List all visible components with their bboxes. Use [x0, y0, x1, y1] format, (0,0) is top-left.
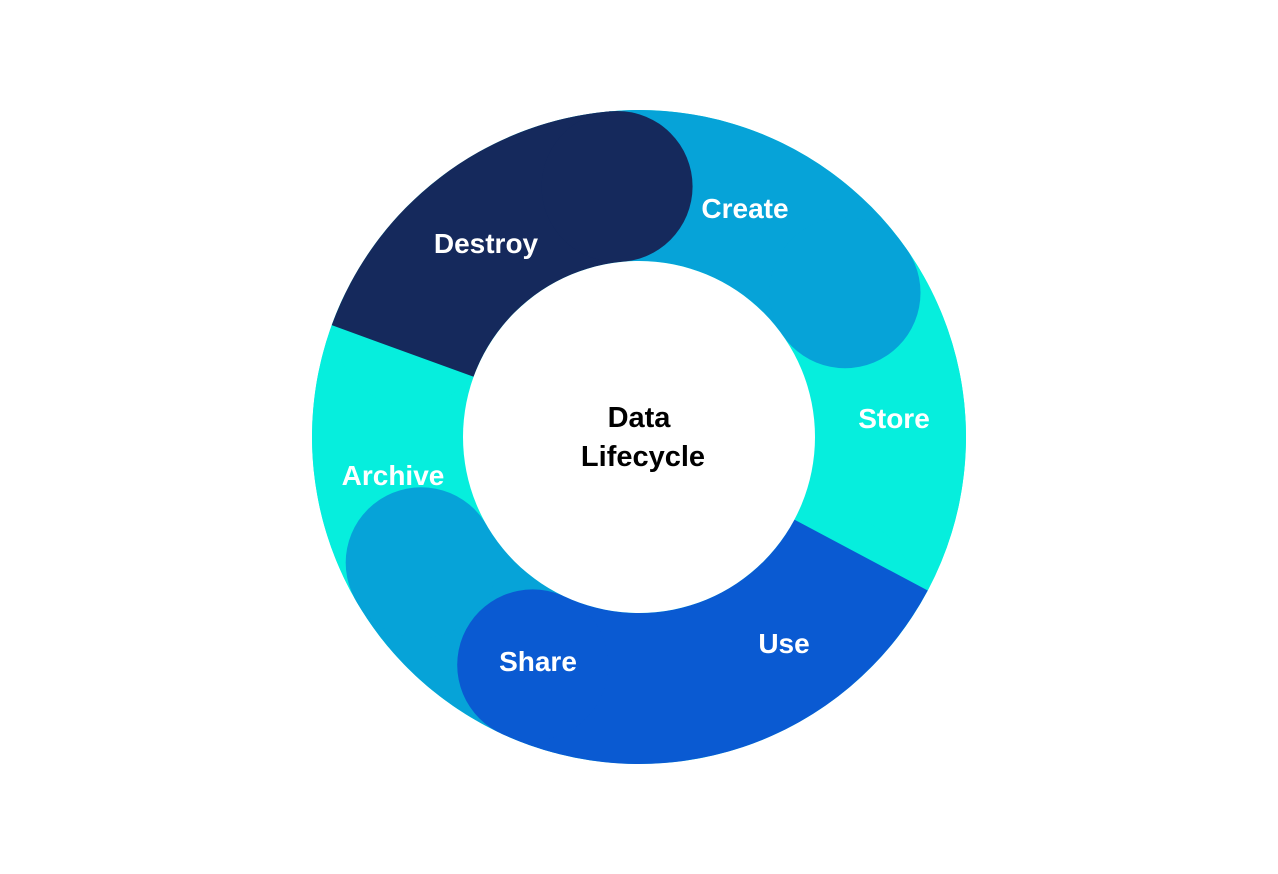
- segment-cap-share: [345, 487, 497, 639]
- segment-cap-create: [769, 217, 921, 369]
- stage-segment-destroy: [331, 110, 693, 377]
- stage-label-store: Store: [858, 403, 930, 434]
- stage-label-create: Create: [701, 193, 788, 224]
- center-circle: [463, 261, 815, 613]
- stage-label-share: Share: [499, 646, 577, 677]
- center-label-line1: Data: [608, 402, 672, 434]
- stage-label-archive: Archive: [342, 460, 445, 491]
- segment-body-use: [500, 519, 928, 765]
- stage-segment-use: [457, 519, 928, 765]
- stage-label-use: Use: [758, 628, 809, 659]
- segment-cap-use: [457, 589, 609, 741]
- center-label-line2: Lifecycle: [581, 441, 705, 473]
- segment-cap-destroy: [541, 110, 693, 262]
- stage-label-destroy: Destroy: [434, 228, 539, 259]
